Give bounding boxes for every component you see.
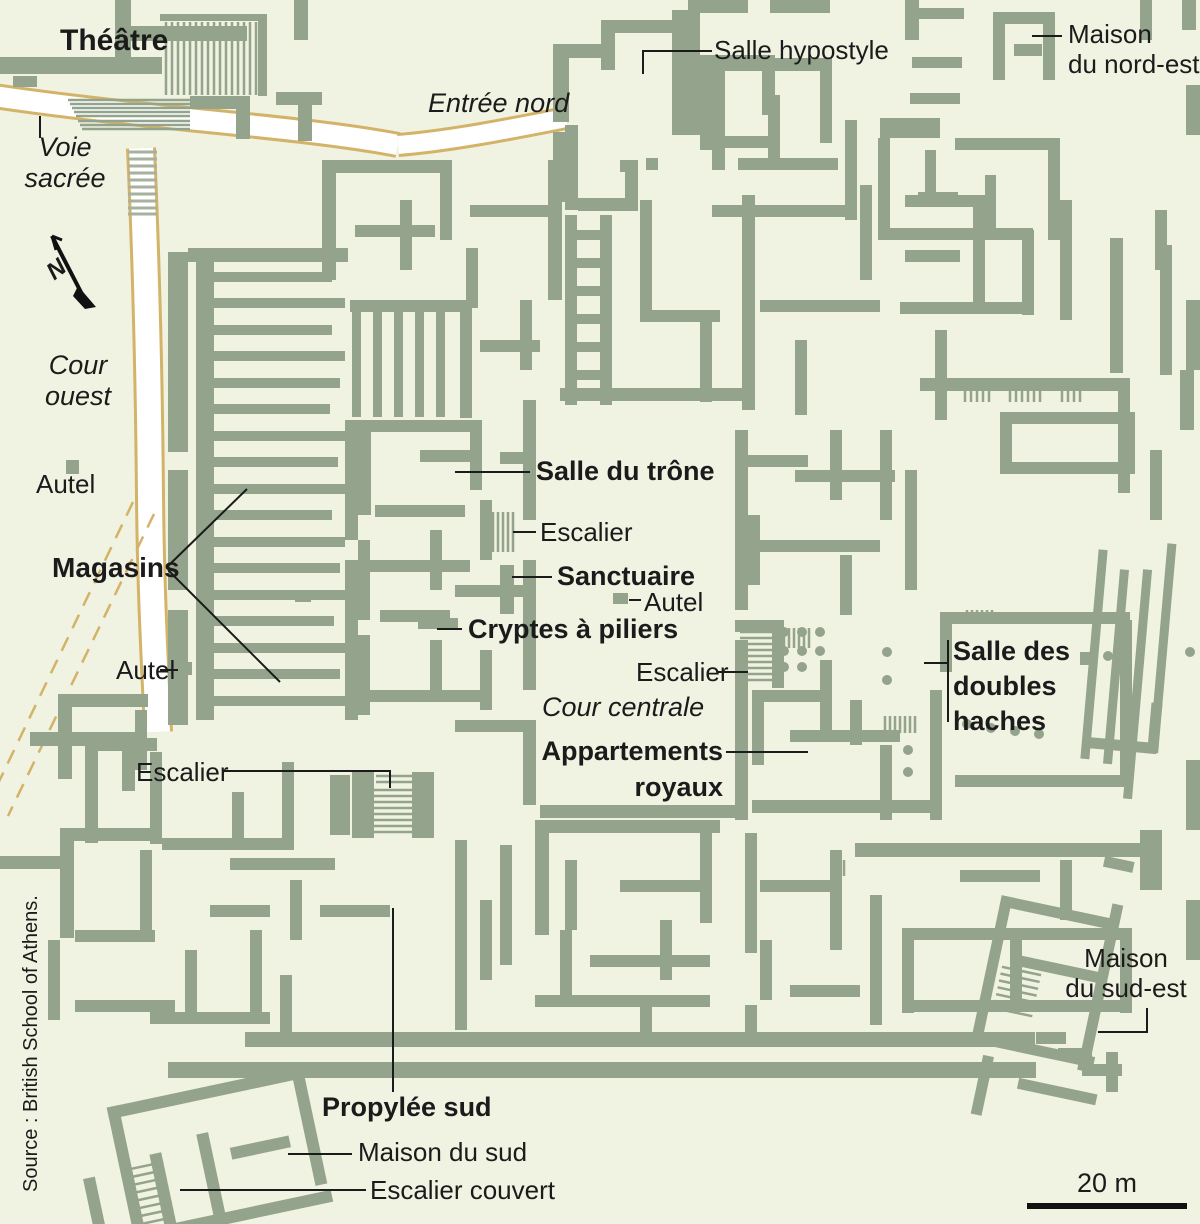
- colonnade-teeth-north: [963, 390, 1082, 402]
- scale-bar: [1027, 1203, 1187, 1209]
- east-court-stairs-teeth: [777, 628, 811, 648]
- stair-hatches-group: [68, 22, 1082, 1224]
- label-doubles-haches-line3: haches: [953, 706, 1047, 737]
- label-sanctuaire: Sanctuaire: [557, 561, 696, 591]
- label-appartements-royaux: Appartements royaux: [540, 733, 723, 806]
- label-propylee-sud: Propylée sud: [322, 1092, 492, 1122]
- label-voie-sacree: Voie sacrée: [10, 132, 120, 194]
- label-autel-ouest: Autel: [36, 469, 96, 499]
- theatre-fan-hatch: [68, 98, 190, 131]
- north-arrow-icon: [50, 234, 96, 309]
- apartments-stairs-teeth: [883, 716, 917, 733]
- doubles-haches-teeth: [965, 610, 994, 620]
- leader-lines-group: [39, 35, 1148, 1191]
- east-court-stairs: [740, 630, 772, 682]
- label-cour-ouest: Cour ouest: [18, 350, 138, 412]
- label-maison-sud-est-line1: Maison: [1084, 943, 1168, 973]
- label-cour-ouest-line2: ouest: [44, 381, 112, 412]
- label-escalier-ouest: Escalier: [136, 757, 229, 787]
- label-doubles-haches: Salle des doubles haches: [953, 634, 1070, 739]
- source-credit: Source : British School of Athens.: [20, 895, 42, 1192]
- label-autel-mid: Autel: [116, 655, 176, 685]
- label-salle-hypostyle: Salle hypostyle: [714, 35, 889, 65]
- label-maison-nord-est-line1: Maison: [1068, 19, 1152, 49]
- label-voie-sacree-line1: Voie: [38, 132, 92, 162]
- throne-stairs: [491, 512, 515, 552]
- label-autel-centre: Autel: [644, 587, 704, 617]
- label-maison-nord-est-line2: du nord-est: [1068, 48, 1200, 79]
- label-maison-sud-est-line2: du sud-est: [1065, 972, 1187, 1003]
- label-cour-centrale: Cour centrale: [542, 692, 705, 722]
- label-escalier-couvert: Escalier couvert: [370, 1175, 555, 1205]
- label-escalier-centre: Escalier: [540, 517, 633, 547]
- sw-house-stairs: [121, 1160, 176, 1224]
- label-maison-nord-est: Maison du nord-est: [1068, 19, 1200, 80]
- south-bar-teeth: [830, 860, 846, 876]
- label-escalier-est: Escalier: [636, 657, 729, 687]
- propylee-stairs: [376, 774, 412, 784]
- west-escalier-stairs: [374, 788, 414, 834]
- label-theatre: Théâtre: [60, 24, 169, 57]
- label-doubles-haches-line1: Salle des: [953, 636, 1071, 666]
- label-magasins: Magasins: [52, 552, 180, 583]
- label-appartements-line2: royaux: [634, 772, 723, 803]
- label-doubles-haches-line2: doubles: [953, 671, 1057, 702]
- label-maison-sud-est: Maison du sud-est: [1060, 943, 1192, 1004]
- se-house-stairs: [992, 965, 1042, 1018]
- scale-label: 20 m: [1076, 1168, 1138, 1198]
- theatre-steps-hatch: [164, 22, 258, 95]
- label-voie-sacree-line2: sacrée: [24, 163, 106, 194]
- label-appartements-line1: Appartements: [541, 736, 723, 766]
- voie-sacree-stairs: [128, 150, 157, 216]
- label-salle-du-trone: Salle du trône: [536, 456, 715, 486]
- label-maison-sud: Maison du sud: [358, 1137, 528, 1167]
- roads-group: [0, 83, 569, 817]
- column-dots-group: [779, 627, 1195, 777]
- label-cryptes: Cryptes à piliers: [468, 614, 679, 644]
- label-cour-ouest-line1: Cour: [48, 350, 108, 380]
- label-entree-nord: Entrée nord: [428, 88, 570, 118]
